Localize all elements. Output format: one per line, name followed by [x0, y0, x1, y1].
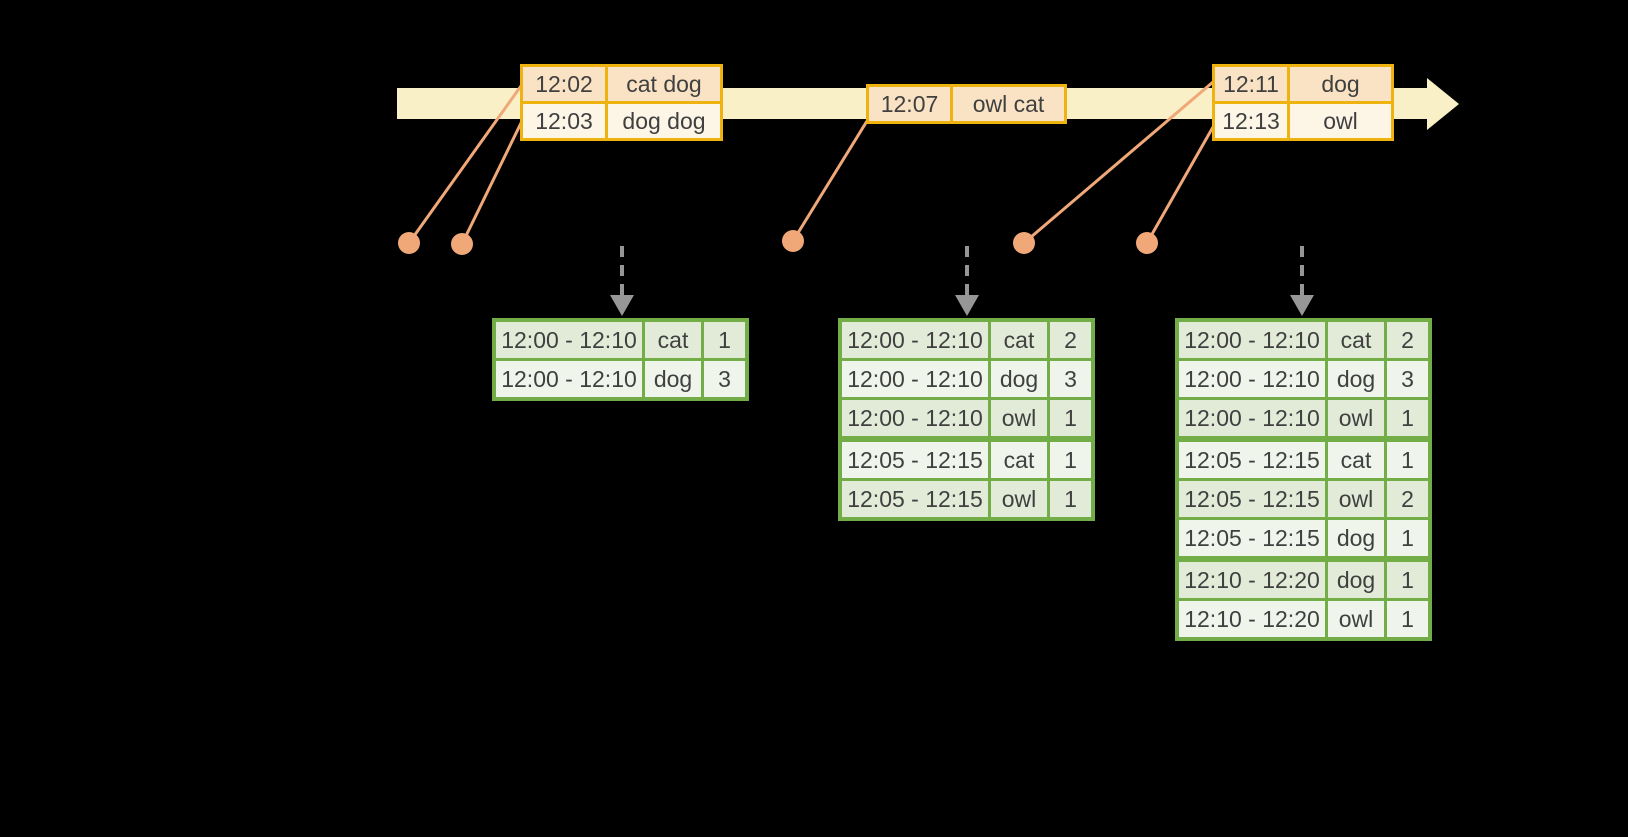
trigger-arrowhead-icon: [955, 295, 979, 316]
result-window-cell: 12:05 - 12:15: [1179, 442, 1325, 478]
result-count-cell: 3: [704, 361, 745, 397]
event-connector-line: [407, 85, 523, 244]
event-words-cell: cat dog: [608, 67, 720, 101]
result-count-cell: 1: [1387, 601, 1428, 637]
event-time-cell: 12:02: [523, 67, 605, 101]
result-window-cell: 12:00 - 12:10: [496, 361, 642, 397]
event-connector-line: [791, 120, 869, 242]
result-count-cell: 3: [1387, 361, 1428, 397]
event-words-cell: owl cat: [953, 87, 1064, 121]
result-word-cell: cat: [1328, 442, 1384, 478]
result-window-cell: 12:00 - 12:10: [1179, 400, 1325, 436]
event-time-cell: 12:07: [869, 87, 950, 121]
result-window-cell: 12:05 - 12:15: [842, 442, 988, 478]
result-window-cell: 12:05 - 12:15: [842, 481, 988, 517]
event-time-dot: [398, 232, 420, 254]
result-word-cell: cat: [991, 322, 1047, 358]
result-window-cell: 12:10 - 12:20: [1179, 562, 1325, 598]
result-window-cell: 12:00 - 12:10: [842, 361, 988, 397]
result-window-cell: 12:05 - 12:15: [1179, 520, 1325, 556]
result-word-cell: owl: [991, 400, 1047, 436]
result-count-cell: 2: [1387, 481, 1428, 517]
event-time-cell: 12:03: [523, 104, 605, 138]
event-connector-line: [460, 120, 524, 245]
result-word-cell: dog: [991, 361, 1047, 397]
result-word-cell: dog: [1328, 520, 1384, 556]
result-window-cell: 12:05 - 12:15: [1179, 481, 1325, 517]
result-count-cell: 1: [1050, 400, 1091, 436]
result-window-cell: 12:10 - 12:20: [1179, 601, 1325, 637]
result-word-cell: owl: [991, 481, 1047, 517]
result-word-cell: cat: [991, 442, 1047, 478]
timeline-arrowhead-icon: [1427, 78, 1459, 130]
result-count-cell: 1: [1050, 442, 1091, 478]
event-time-cell: 12:13: [1215, 104, 1287, 138]
result-word-cell: dog: [1328, 562, 1384, 598]
event-words-cell: dog dog: [608, 104, 720, 138]
result-word-cell: dog: [1328, 361, 1384, 397]
result-word-cell: owl: [1328, 601, 1384, 637]
result-word-cell: owl: [1328, 400, 1384, 436]
result-word-cell: cat: [645, 322, 701, 358]
result-word-cell: owl: [1328, 481, 1384, 517]
result-count-cell: 1: [1387, 520, 1428, 556]
result-count-cell: 1: [1050, 481, 1091, 517]
result-count-cell: 2: [1050, 322, 1091, 358]
result-count-cell: 3: [1050, 361, 1091, 397]
event-time-dot: [451, 233, 473, 255]
event-time-dot: [1013, 232, 1035, 254]
result-count-cell: 1: [1387, 400, 1428, 436]
trigger-arrowhead-icon: [610, 295, 634, 316]
result-window-cell: 12:00 - 12:10: [842, 400, 988, 436]
event-connector-line: [1023, 80, 1214, 245]
result-window-cell: 12:00 - 12:10: [842, 322, 988, 358]
event-connector-line: [1145, 126, 1215, 244]
result-count-cell: 1: [1387, 562, 1428, 598]
result-window-cell: 12:00 - 12:10: [1179, 361, 1325, 397]
result-word-cell: cat: [1328, 322, 1384, 358]
result-window-cell: 12:00 - 12:10: [1179, 322, 1325, 358]
event-time-dot: [1136, 232, 1158, 254]
event-time-dot: [782, 230, 804, 252]
event-time-cell: 12:11: [1215, 67, 1287, 101]
result-count-cell: 1: [1387, 442, 1428, 478]
event-words-cell: owl: [1290, 104, 1391, 138]
result-count-cell: 2: [1387, 322, 1428, 358]
event-words-cell: dog: [1290, 67, 1391, 101]
trigger-arrowhead-icon: [1290, 295, 1314, 316]
result-count-cell: 1: [704, 322, 745, 358]
result-window-cell: 12:00 - 12:10: [496, 322, 642, 358]
result-word-cell: dog: [645, 361, 701, 397]
